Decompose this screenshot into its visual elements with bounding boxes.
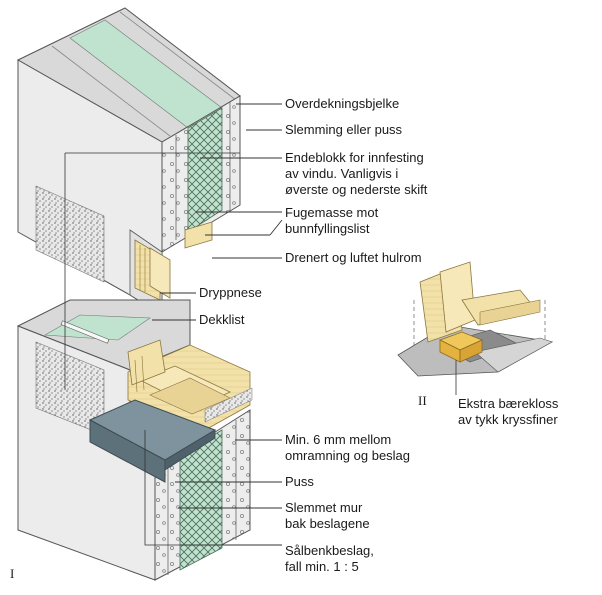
label-slemmet-line2: bak beslagene	[285, 516, 370, 531]
label-endeblokk-line1: Endeblokk for innfesting	[285, 150, 424, 165]
label-salbenk-line1: Sålbenkbeslag,	[285, 543, 374, 558]
leader-lines	[152, 103, 283, 546]
label-overdekningsbjelke: Overdekningsbjelke	[285, 96, 400, 111]
label-fugemasse-line2: bunnfyllingslist	[285, 221, 370, 236]
label-slemmet-line1: Slemmet mur	[285, 500, 363, 515]
upper-insulation-section	[187, 107, 223, 233]
section-mark-main: I	[10, 566, 14, 581]
upper-wall-block	[16, 7, 241, 316]
label-dryppnese: Dryppnese	[199, 285, 262, 300]
label-fugemasse-line1: Fugemasse mot	[285, 205, 379, 220]
label-min6-line1: Min. 6 mm mellom	[285, 432, 392, 447]
label-endeblokk-line2: av vindu. Vanligvis i	[285, 166, 399, 181]
label-puss: Puss	[285, 474, 314, 489]
upper-render-patch	[35, 185, 105, 283]
section-cut-lines	[64, 152, 240, 546]
lower-insulation-top	[43, 314, 151, 341]
label-min6-line2: omramning og beslag	[285, 448, 411, 463]
detail-ii	[397, 261, 554, 395]
label-slemming: Slemming eller puss	[285, 122, 403, 137]
label-dekklist: Dekklist	[199, 312, 245, 327]
lower-wall-block	[16, 299, 253, 581]
label-endeblokk-line3: øverste og nederste skift	[285, 182, 428, 197]
label-salbenk-line2: fall min. 1 : 5	[285, 559, 359, 574]
label-drenert: Drenert og luftet hulrom	[285, 250, 422, 265]
label-ekstra-line2: av tykk kryssfiner	[458, 412, 558, 427]
section-mark-detail: II	[418, 393, 427, 408]
label-ekstra-line1: Ekstra bærekloss	[458, 396, 559, 411]
